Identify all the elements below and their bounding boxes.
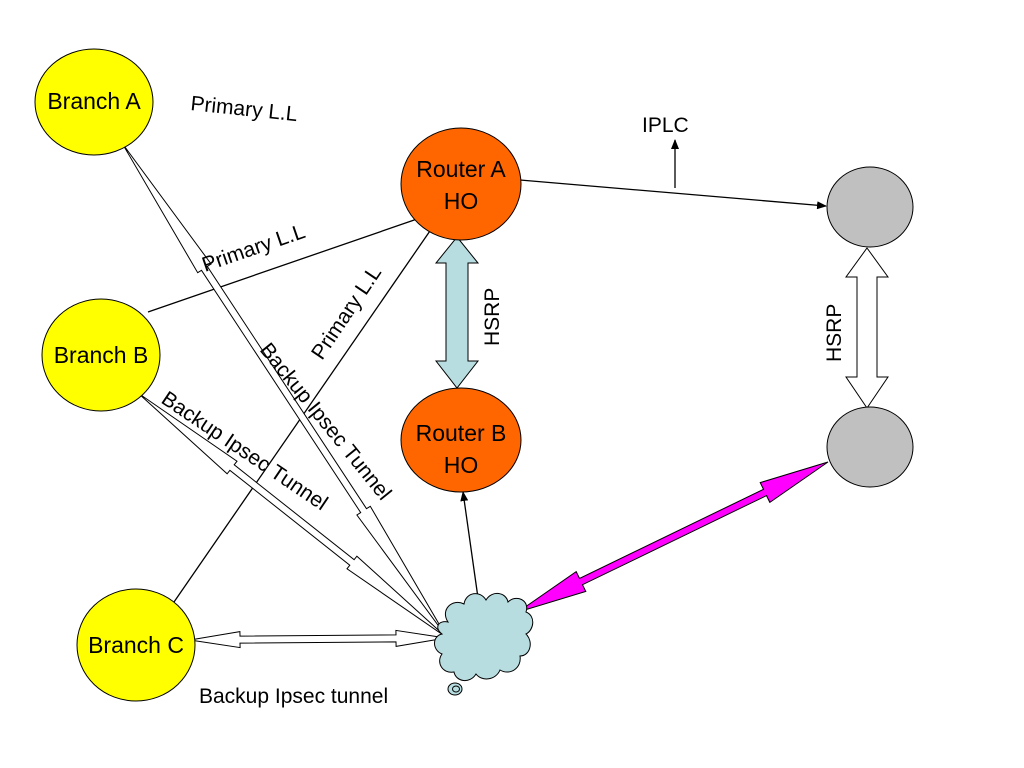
backup-tunnel-branch-c	[189, 629, 447, 649]
node-branch-b[interactable]: Branch B	[41, 298, 161, 412]
wan-link-cloud-remote-bottom-shape	[517, 461, 829, 613]
label-hsrp-ho: HSRP	[481, 288, 504, 346]
router-a-label-line1: Router A	[416, 156, 506, 182]
label-primary-ll-branch-c: Primary L.L	[307, 262, 386, 364]
backup-tunnel-branch-b-shape	[137, 392, 447, 638]
label-hsrp-remote: HSRP	[823, 304, 846, 362]
cloud-tail-inner	[452, 685, 460, 693]
node-remote-router-bottom[interactable]	[826, 406, 914, 488]
label-primary-ll-branch-b: Primary L.L	[199, 220, 308, 277]
backup-tunnel-branch-c-shape	[189, 629, 447, 649]
node-remote-router-top[interactable]	[826, 166, 914, 248]
router-b-label-line2: HO	[444, 452, 479, 478]
iplc-link-router-a-remote-top	[519, 179, 827, 210]
backup-tunnel-branch-b	[137, 392, 447, 638]
label-backup-tunnel-branch-c: Backup Ipsec tunnel	[199, 685, 388, 708]
branch-b-label: Branch B	[54, 342, 149, 368]
router-a-label-line2: HO	[444, 188, 479, 214]
hsrp-arrow-ho	[434, 236, 480, 389]
router-b-label-line1: Router B	[416, 420, 507, 446]
node-branch-a[interactable]: Branch A	[34, 48, 154, 156]
node-router-a-ho[interactable]: Router A HO	[400, 127, 522, 241]
branch-a-label: Branch A	[47, 88, 141, 114]
node-router-b-ho[interactable]: Router B HO	[400, 387, 522, 493]
node-branch-c[interactable]: Branch C	[76, 588, 196, 702]
label-iplc: IPLC	[642, 114, 689, 137]
primary-link-router-a-branch-b	[147, 217, 421, 313]
internet-cloud[interactable]	[434, 593, 534, 696]
hsrp-arrow-remote	[845, 247, 889, 409]
link-router-b-cloud	[460, 491, 483, 613]
branch-c-label: Branch C	[88, 632, 184, 658]
label-primary-ll-top: Primary L.L	[189, 92, 298, 126]
wan-link-cloud-remote-bottom	[517, 461, 829, 613]
